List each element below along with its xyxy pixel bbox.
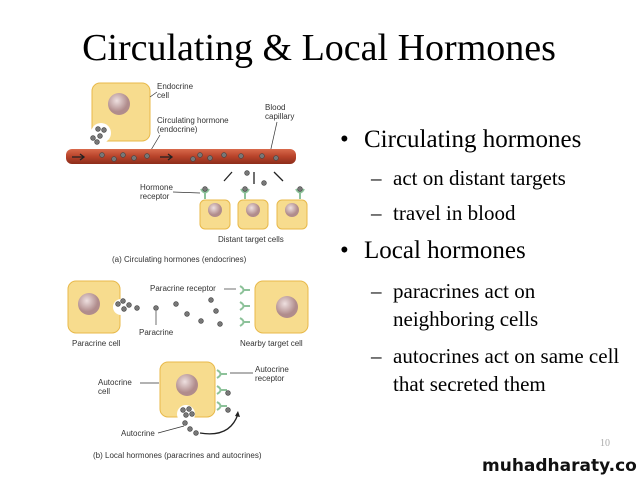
paracrine-cell	[67, 280, 140, 334]
label-paracrine-receptor: Paracrine receptor	[150, 284, 216, 293]
dash-glyph: –	[371, 201, 382, 225]
sub-bullet: –act on distant targets	[371, 164, 566, 192]
autocrine-cell	[159, 361, 231, 436]
dash-glyph: –	[371, 344, 382, 368]
dash-glyph: –	[371, 279, 382, 303]
bullet-glyph: •	[340, 237, 349, 264]
label-paracrine: Paracrine	[139, 328, 174, 337]
distant-target-cells	[199, 186, 308, 230]
label-endocrine-cell: Endocrine	[157, 82, 194, 91]
label-autocrine-receptor-2: receptor	[255, 374, 285, 383]
sub-bullet-text: paracrines act on neighboring cells	[393, 279, 539, 331]
label-autocrine-cell-2: cell	[98, 387, 110, 396]
sub-bullet-text: autocrines act on same cell that secrete…	[393, 344, 620, 396]
bullet-glyph: •	[340, 126, 349, 153]
nearby-target-cell	[239, 280, 309, 334]
bullet-text: Circulating hormones	[364, 126, 582, 153]
sub-bullet: –travel in blood	[371, 199, 516, 227]
sub-bullet: –autocrines act on same cell that secret…	[371, 342, 633, 398]
label-hormone-receptor-2: receptor	[140, 192, 170, 201]
sub-bullet-text: act on distant targets	[393, 166, 566, 190]
watermark: muhadharaty.com	[482, 456, 638, 476]
label-hormone-receptor: Hormone	[140, 183, 173, 192]
label-paracrine-cell: Paracrine cell	[72, 339, 121, 348]
caption-a: (a) Circulating hormones (endocrines)	[112, 255, 247, 264]
label-blood-capillary-2: capillary	[265, 112, 294, 121]
bullet-local-hormones: • Local hormones	[340, 237, 526, 265]
label-distant-target-cells: Distant target cells	[218, 235, 284, 244]
label-circulating-hormone-2: (endocrine)	[157, 125, 198, 134]
sub-bullet-text: travel in blood	[393, 201, 516, 225]
label-nearby-target-cell: Nearby target cell	[240, 339, 303, 348]
label-autocrine-cell: Autocrine	[98, 378, 132, 387]
dash-glyph: –	[371, 166, 382, 190]
label-autocrine-receptor: Autocrine	[255, 365, 289, 374]
label-autocrine: Autocrine	[121, 429, 155, 438]
endocrine-cell	[90, 82, 151, 145]
caption-b: (b) Local hormones (paracrines and autoc…	[93, 451, 262, 460]
label-circulating-hormone: Circulating hormone	[157, 116, 229, 125]
page-number: 10	[600, 438, 610, 449]
bullet-text: Local hormones	[364, 237, 526, 264]
slide-title: Circulating & Local Hormones	[82, 27, 556, 69]
label-endocrine-cell-2: cell	[157, 91, 169, 100]
bullet-circulating-hormones: • Circulating hormones	[340, 126, 582, 154]
sub-bullet: –paracrines act on neighboring cells	[371, 277, 593, 333]
label-blood-capillary: Blood	[265, 103, 285, 112]
